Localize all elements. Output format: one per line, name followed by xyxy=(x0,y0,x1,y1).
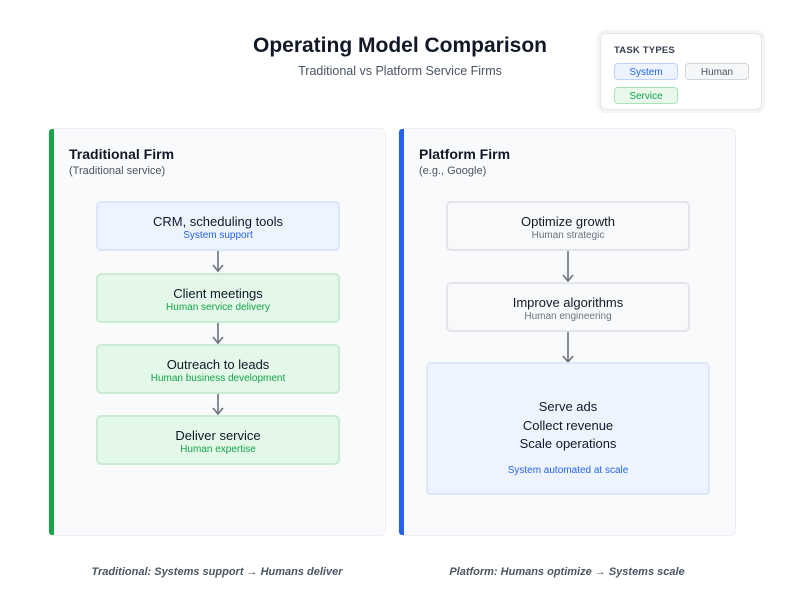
step-tag: Human expertise xyxy=(180,444,256,455)
legend-chip-service: Service xyxy=(614,87,678,104)
legend-title: TASK TYPES xyxy=(614,45,675,56)
traditional-step-outreach: Outreach to leads Human business develop… xyxy=(96,344,340,394)
traditional-step-meetings: Client meetings Human service delivery xyxy=(96,273,340,323)
step-label: CRM, scheduling tools xyxy=(152,214,284,229)
traditional-title: Traditional Firm xyxy=(69,146,175,162)
flow-arrow-icon xyxy=(212,394,224,416)
step-tag: Human strategic xyxy=(531,230,605,241)
step-label: Improve algorithms xyxy=(512,295,624,310)
platform-step-growth: Optimize growth Human strategic xyxy=(446,201,690,251)
automation-line-collect-revenue: Collect revenue xyxy=(522,417,614,433)
step-tag: System support xyxy=(183,230,253,241)
platform-subtitle: (e.g., Google) xyxy=(419,165,487,177)
step-label: Client meetings xyxy=(173,286,263,301)
flow-arrow-icon xyxy=(212,251,224,273)
flow-arrow-icon xyxy=(562,332,574,364)
platform-automation-box: Serve ads Collect revenue Scale operatio… xyxy=(426,362,710,495)
flow-arrow-icon xyxy=(212,323,224,345)
flow-arrow-icon xyxy=(562,251,574,283)
platform-accent-bar xyxy=(399,129,404,535)
step-tag: Human service delivery xyxy=(166,302,270,313)
traditional-panel: Traditional Firm (Traditional service) xyxy=(48,128,386,536)
page-subtitle: Traditional vs Platform Service Firms xyxy=(298,64,502,78)
automation-line-scale-operations: Scale operations xyxy=(519,436,617,451)
step-tag: Human engineering xyxy=(524,311,612,322)
platform-step-algorithms: Improve algorithms Human engineering xyxy=(446,282,690,332)
traditional-accent-bar xyxy=(49,129,54,535)
platform-footer-caption: Platform: Humans optimize → Systems scal… xyxy=(449,566,685,578)
step-label: Optimize growth xyxy=(521,214,615,229)
traditional-step-crm: CRM, scheduling tools System support xyxy=(96,201,340,251)
automation-tag: System automated at scale xyxy=(507,464,629,476)
traditional-footer-caption: Traditional: Systems support → Humans de… xyxy=(91,566,343,578)
step-tag: Human business development xyxy=(150,373,286,384)
traditional-subtitle: (Traditional service) xyxy=(69,165,166,177)
page-title: Operating Model Comparison xyxy=(252,34,548,57)
step-label: Outreach to leads xyxy=(166,357,270,372)
legend: TASK TYPES System Human Service xyxy=(600,33,762,110)
step-label: Deliver service xyxy=(175,428,261,443)
legend-chip-system: System xyxy=(614,63,678,80)
legend-chip-human: Human xyxy=(685,63,749,80)
automation-line-serve-ads: Serve ads xyxy=(538,399,598,414)
traditional-step-deliver: Deliver service Human expertise xyxy=(96,415,340,465)
platform-title: Platform Firm xyxy=(419,146,511,162)
